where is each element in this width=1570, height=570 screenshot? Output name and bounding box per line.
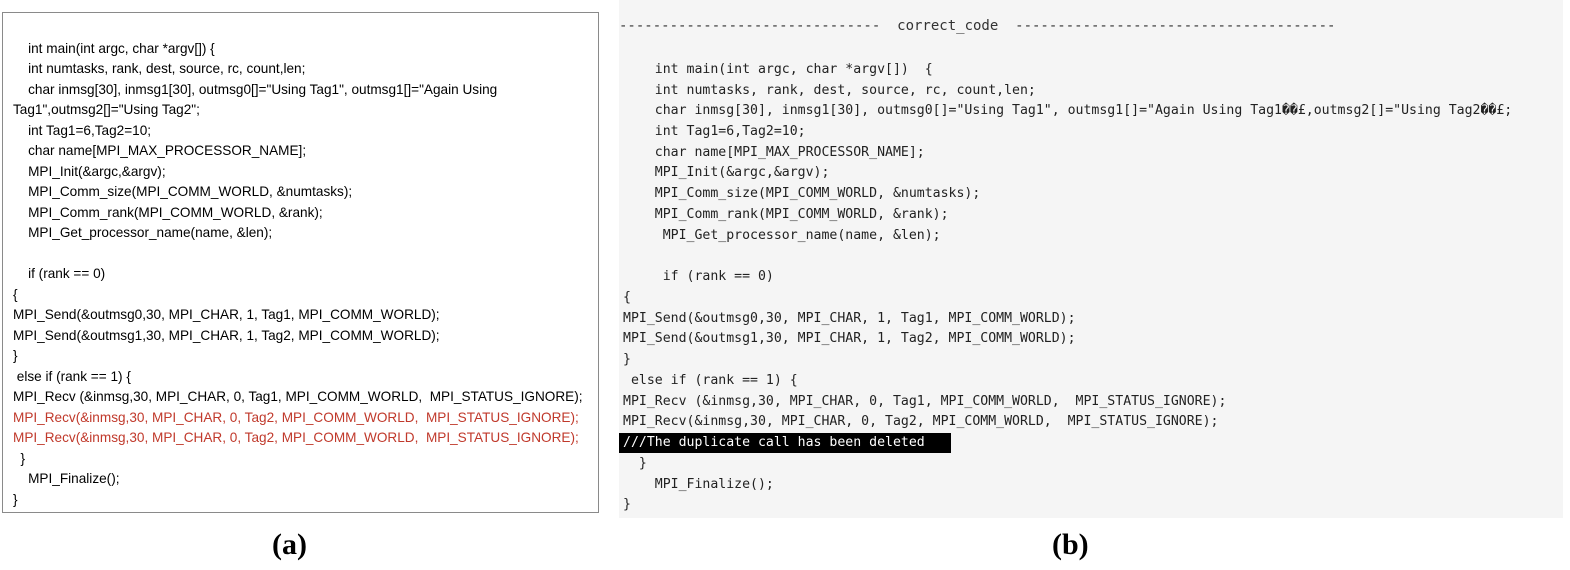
code-line-duplicate: MPI_Recv(&inmsg,30, MPI_CHAR, 0, Tag2, M… [13, 410, 579, 425]
code-line-duplicate: MPI_Recv(&inmsg,30, MPI_CHAR, 0, Tag2, M… [13, 430, 579, 445]
code-line: char inmsg[30], inmsg1[30], outmsg0[]="U… [13, 82, 498, 97]
code-line: MPI_Get_processor_name(name, &len); [623, 228, 941, 243]
caption-a: (a) [272, 528, 307, 561]
code-line: int Tag1=6,Tag2=10; [623, 124, 806, 139]
code-line: MPI_Init(&argc,&argv); [623, 165, 830, 180]
code-panel-original: int main(int argc, char *argv[]) { int n… [2, 12, 599, 513]
code-line: MPI_Comm_rank(MPI_COMM_WORLD, &rank); [623, 207, 949, 222]
code-block-original: int main(int argc, char *argv[]) { int n… [3, 13, 598, 512]
code-line: MPI_Comm_size(MPI_COMM_WORLD, &numtasks)… [623, 186, 981, 201]
code-line: int numtasks, rank, dest, source, rc, co… [13, 61, 306, 76]
code-line: { [13, 287, 18, 302]
code-line: MPI_Send(&outmsg1,30, MPI_CHAR, 1, Tag2,… [13, 328, 440, 343]
code-line: int Tag1=6,Tag2=10; [13, 123, 152, 138]
code-line: else if (rank == 1) { [13, 369, 131, 384]
code-line: MPI_Finalize(); [13, 471, 120, 486]
caption-b: (b) [1052, 528, 1089, 561]
code-line: } [623, 352, 631, 367]
code-line: char inmsg[30], inmsg1[30], outmsg0[]="U… [623, 103, 1513, 118]
code-line: char name[MPI_MAX_PROCESSOR_NAME]; [623, 145, 925, 160]
code-line: else if (rank == 1) { [623, 373, 798, 388]
code-line: char name[MPI_MAX_PROCESSOR_NAME]; [13, 143, 307, 158]
code-block-corrected: int main(int argc, char *argv[]) { int n… [619, 0, 1563, 518]
code-line: } [623, 456, 647, 471]
code-line: int numtasks, rank, dest, source, rc, co… [623, 83, 1036, 98]
code-panel-corrected: ------------------------------- correct_… [619, 0, 1563, 518]
code-line: } [13, 348, 18, 363]
section-header: ------------------------------- correct_… [619, 18, 1336, 34]
code-line: MPI_Recv(&inmsg,30, MPI_CHAR, 0, Tag2, M… [623, 414, 1219, 429]
code-line: MPI_Comm_size(MPI_COMM_WORLD, &numtasks)… [13, 184, 353, 199]
code-line: if (rank == 0) [623, 269, 774, 284]
code-line: if (rank == 0) [13, 266, 106, 281]
code-line: MPI_Get_processor_name(name, &len); [13, 225, 273, 240]
code-line: MPI_Send(&outmsg0,30, MPI_CHAR, 1, Tag1,… [623, 311, 1076, 326]
code-line: Tag1",outmsg2[]="Using Tag2"; [13, 102, 200, 117]
code-line: int main(int argc, char *argv[]) { [623, 62, 933, 77]
code-line: MPI_Finalize(); [623, 477, 774, 492]
code-line: { [623, 290, 631, 305]
code-line: MPI_Send(&outmsg1,30, MPI_CHAR, 1, Tag2,… [623, 331, 1076, 346]
code-line: MPI_Comm_rank(MPI_COMM_WORLD, &rank); [13, 205, 323, 220]
code-line: MPI_Recv (&inmsg,30, MPI_CHAR, 0, Tag1, … [13, 389, 583, 404]
code-line: int main(int argc, char *argv[]) { [13, 41, 215, 56]
code-line: } [13, 492, 18, 507]
code-line: } [623, 497, 631, 512]
code-line: MPI_Init(&argc,&argv); [13, 164, 166, 179]
code-line: MPI_Send(&outmsg0,30, MPI_CHAR, 1, Tag1,… [13, 307, 440, 322]
deleted-call-comment: ///The duplicate call has been deleted [619, 433, 951, 453]
code-line: MPI_Recv (&inmsg,30, MPI_CHAR, 0, Tag1, … [623, 394, 1227, 409]
code-line: } [13, 451, 26, 466]
